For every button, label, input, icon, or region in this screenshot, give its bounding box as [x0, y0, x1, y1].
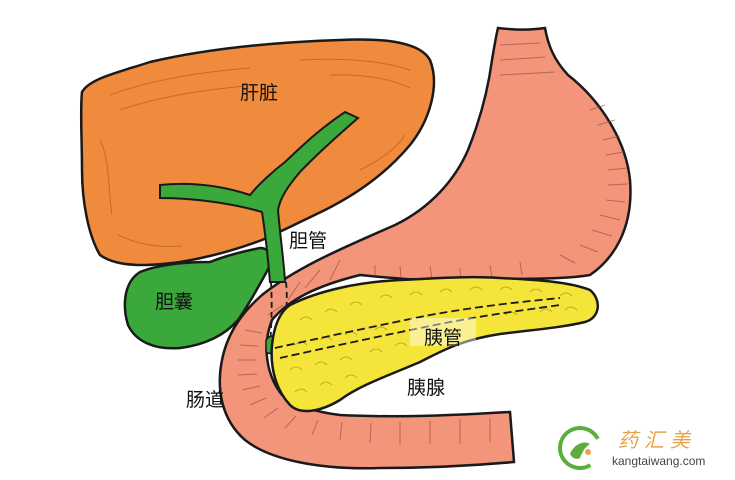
gallbladder [123, 246, 274, 350]
pancreatic-duct-label-bg [410, 318, 476, 346]
stomach-texture [237, 42, 629, 444]
bile-duct-label: 胆管 [289, 230, 328, 252]
pancreatic-duct-label: 胰管 [424, 327, 463, 349]
gallbladder-label: 胆囊 [155, 291, 194, 313]
intestine-label: 肠道 [186, 389, 225, 411]
watermark-url: kangtaiwang.com [612, 454, 706, 468]
bile-duct [159, 110, 360, 283]
liver-label: 肝脏 [240, 82, 279, 104]
watermark-logo-icon [558, 426, 602, 470]
pancreas-label: 胰腺 [407, 377, 446, 399]
pancreatic-duct [274, 297, 561, 359]
liver [79, 38, 436, 267]
liver-texture [99, 58, 411, 248]
watermark: 药汇美 kangtaiwang.com [556, 424, 726, 474]
bile-duct-dashed [269, 281, 288, 346]
stomach-duodenum [218, 26, 632, 470]
watermark-title: 药汇美 [618, 428, 696, 452]
